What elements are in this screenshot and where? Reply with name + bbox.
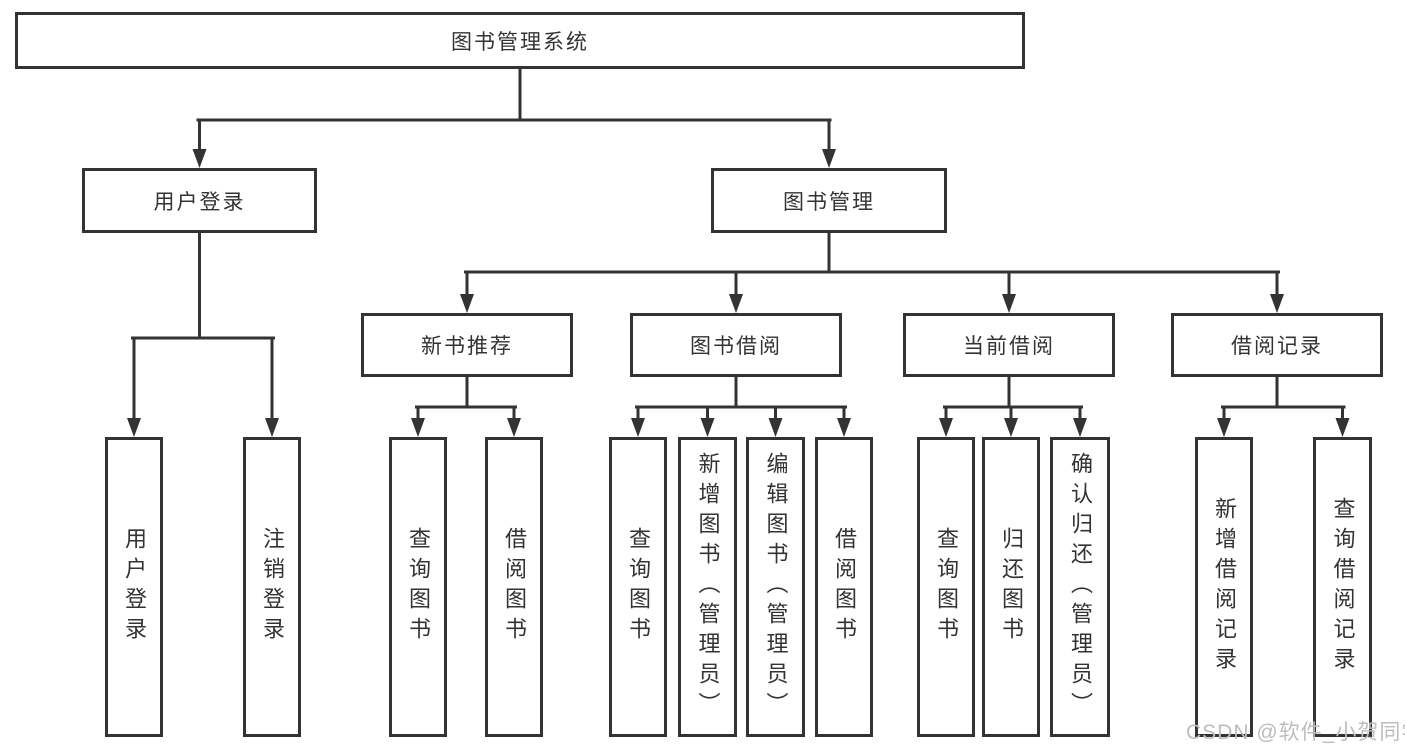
arrow-down-icon bbox=[1004, 418, 1018, 437]
arrow-down-icon bbox=[1073, 418, 1087, 437]
arrow-stems-newbook-leaves bbox=[416, 405, 516, 421]
node-root: 图书管理系统 bbox=[15, 12, 1025, 69]
connector-records-to-leaves bbox=[1221, 375, 1346, 409]
node-borrow-records: 借阅记录 bbox=[1171, 313, 1383, 377]
arrow-down-icon bbox=[1335, 418, 1350, 437]
node-current-borrow: 当前借阅 bbox=[903, 313, 1115, 377]
arrow-down-icon bbox=[127, 418, 141, 437]
node-leaf-edit-book-admin: 编辑图书（管理员） bbox=[746, 437, 805, 737]
node-leaf-query-books-2: 查询图书 bbox=[609, 437, 667, 737]
arrow-down-icon bbox=[1002, 294, 1016, 313]
node-new-book-recommend: 新书推荐 bbox=[361, 313, 573, 377]
arrow-stems-userlogin-leaves bbox=[132, 336, 274, 421]
arrow-down-icon bbox=[411, 418, 425, 437]
arrow-down-icon bbox=[192, 149, 207, 168]
arrow-down-icon bbox=[939, 418, 953, 437]
arrow-down-icon bbox=[631, 418, 645, 437]
node-leaf-add-borrow-record: 新增借阅记录 bbox=[1195, 437, 1253, 737]
arrow-stems-level3 bbox=[465, 270, 1279, 297]
arrowheads bbox=[127, 149, 1350, 437]
watermark: CSDN @软件_小贺同学 bbox=[1186, 721, 1405, 744]
node-book-management: 图书管理 bbox=[711, 168, 947, 233]
arrow-down-icon bbox=[729, 294, 743, 313]
connector-strokes bbox=[131, 67, 1346, 421]
node-leaf-query-books-3: 查询图书 bbox=[917, 437, 975, 737]
node-leaf-query-books-1: 查询图书 bbox=[389, 437, 447, 737]
connector-borrowing-to-leaves bbox=[635, 375, 847, 409]
arrow-stems-current-leaves bbox=[944, 405, 1082, 421]
arrow-stems-level2 bbox=[198, 118, 831, 152]
arrow-down-icon bbox=[822, 149, 836, 168]
node-leaf-add-book-admin: 新增图书（管理员） bbox=[678, 437, 737, 737]
node-leaf-confirm-return-admin: 确认归还（管理员） bbox=[1050, 437, 1110, 737]
arrow-down-icon bbox=[460, 294, 474, 313]
arrow-down-icon bbox=[837, 418, 851, 437]
node-leaf-borrow-books-2: 借阅图书 bbox=[815, 437, 873, 737]
node-leaf-query-borrow-record: 查询借阅记录 bbox=[1313, 437, 1372, 737]
node-leaf-borrow-books-1: 借阅图书 bbox=[485, 437, 543, 737]
node-leaf-user-login: 用户登录 bbox=[105, 437, 163, 737]
arrow-down-icon bbox=[768, 418, 783, 437]
node-leaf-return-book: 归还图书 bbox=[982, 437, 1040, 737]
node-leaf-logout: 注销登录 bbox=[243, 437, 301, 737]
connector-root-to-level2 bbox=[196, 67, 832, 122]
connector-userlogin-to-leaves bbox=[131, 231, 275, 340]
connector-current-to-leaves bbox=[943, 375, 1083, 409]
arrow-down-icon bbox=[265, 418, 279, 437]
arrow-stems-borrowing-leaves bbox=[636, 405, 846, 421]
arrow-down-icon bbox=[1270, 294, 1284, 313]
arrow-down-icon bbox=[700, 418, 715, 437]
arrow-stems-records-leaves bbox=[1222, 405, 1344, 421]
arrow-down-icon bbox=[507, 418, 521, 437]
connector-newbook-to-leaves bbox=[415, 375, 517, 409]
arrow-down-icon bbox=[1217, 418, 1231, 437]
connector-bookmgmt-to-level3 bbox=[464, 231, 1280, 274]
node-user-login: 用户登录 bbox=[82, 168, 317, 233]
node-book-borrowing: 图书借阅 bbox=[630, 313, 842, 377]
